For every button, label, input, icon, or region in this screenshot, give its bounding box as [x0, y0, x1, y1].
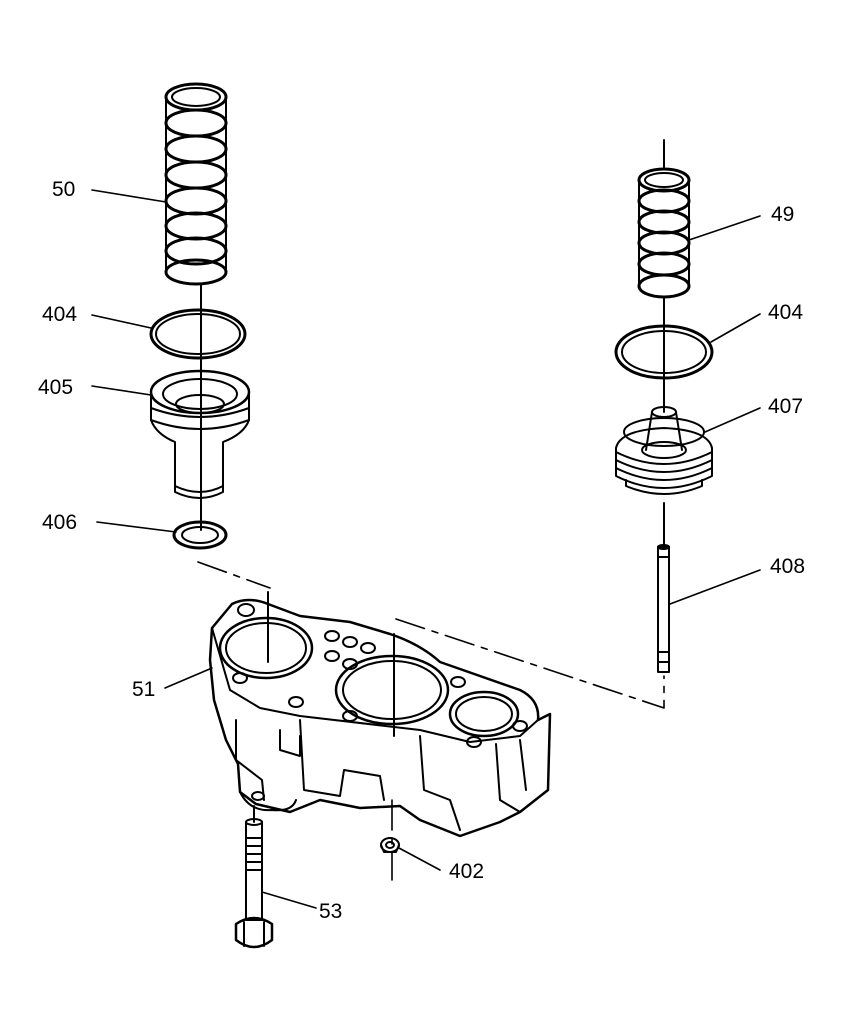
washer-406 [172, 520, 228, 550]
callout-405: 405 [38, 376, 74, 399]
piston-407 [615, 406, 713, 495]
callout-406: 406 [42, 511, 78, 534]
callout-407: 407 [768, 395, 804, 418]
leader-lines [91, 189, 761, 909]
callout-404-left: 404 [42, 303, 78, 326]
dashed-path-right [395, 618, 665, 709]
spring-50 [164, 82, 228, 286]
dashed-path-left [197, 561, 271, 589]
callout-53: 53 [319, 900, 343, 923]
nut-402 [380, 837, 400, 853]
pin-408 [657, 544, 670, 673]
callout-404-right: 404 [768, 301, 804, 324]
callout-402: 402 [449, 860, 485, 883]
spring-49 [637, 167, 691, 299]
bolt-53 [234, 818, 274, 949]
callout-51: 51 [132, 678, 156, 701]
o-ring-404-right [614, 324, 714, 380]
o-ring-404-left [149, 308, 247, 360]
callout-408: 408 [770, 555, 806, 578]
callout-50: 50 [52, 178, 76, 201]
valve-405 [149, 369, 251, 499]
callout-49: 49 [771, 203, 795, 226]
housing-body-51 [208, 598, 552, 838]
